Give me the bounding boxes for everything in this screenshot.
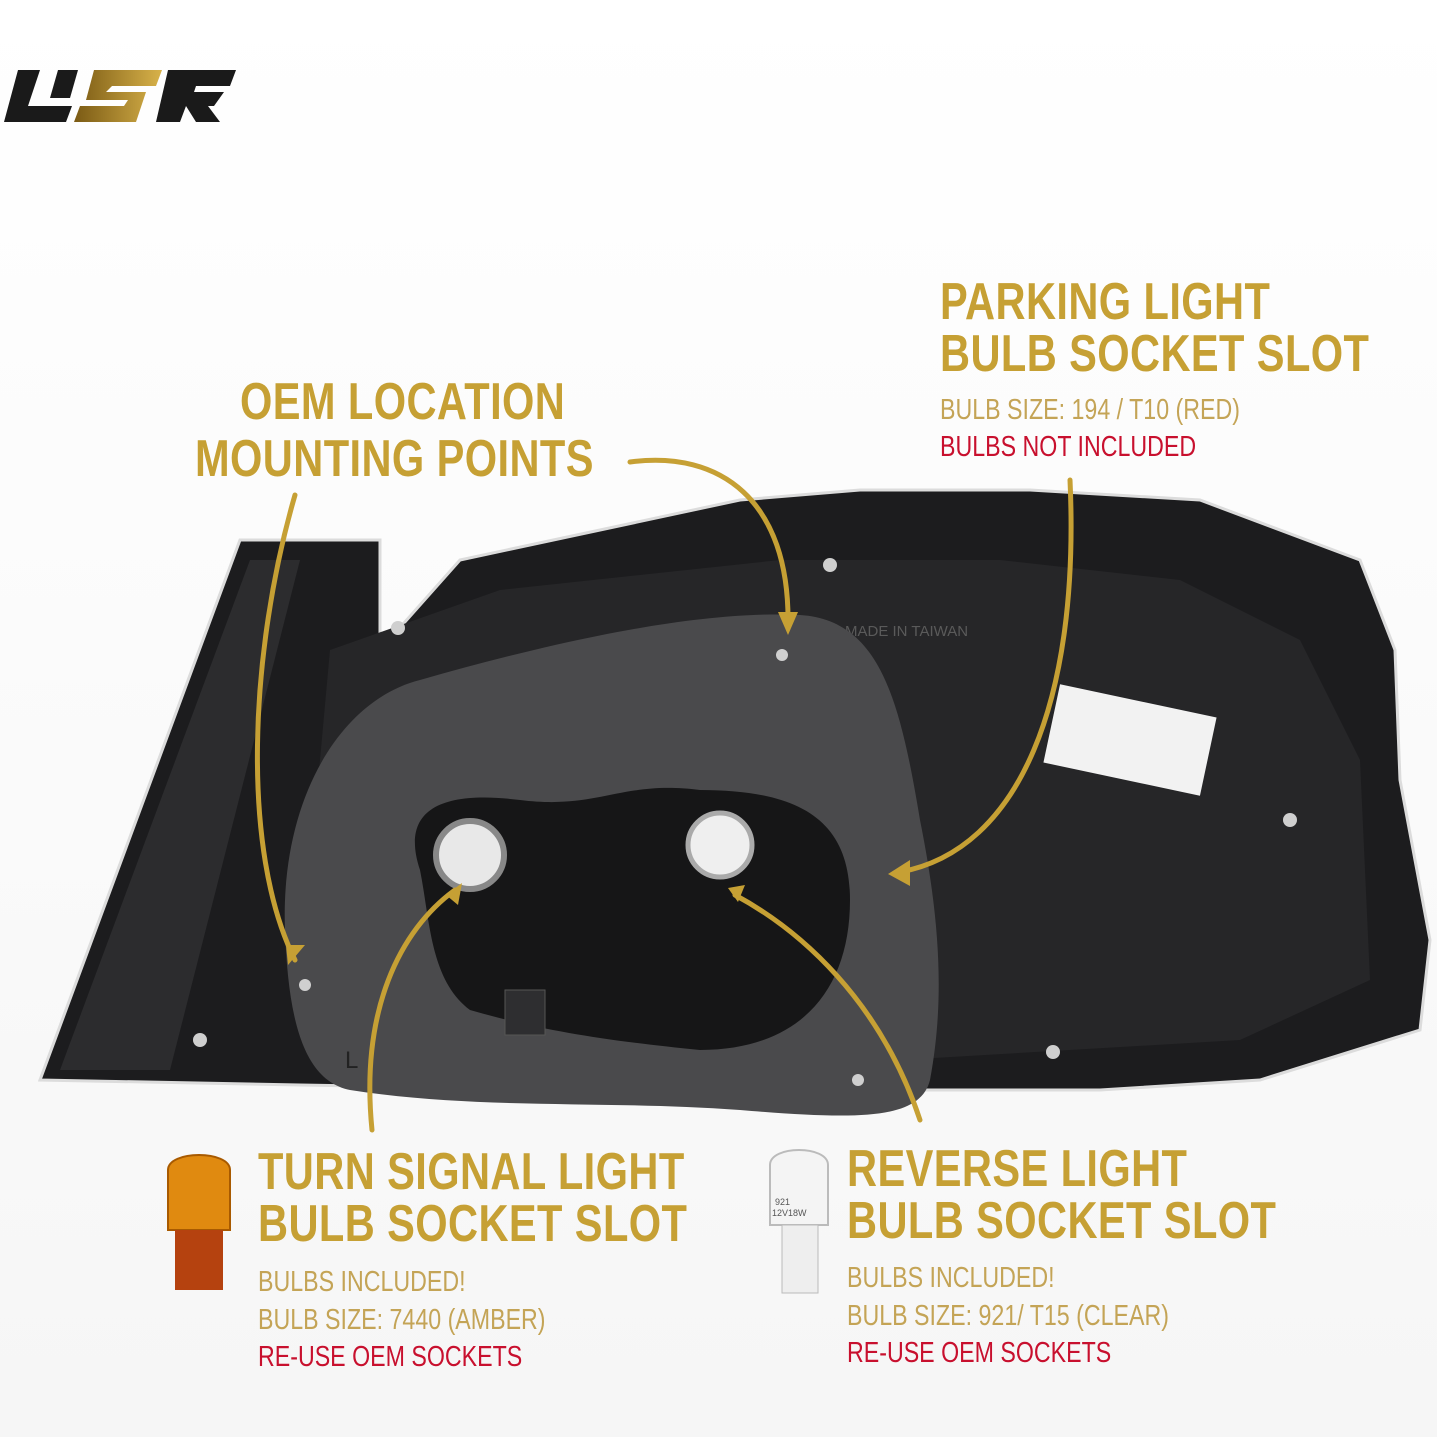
reverse-title-line1: REVERSE LIGHT xyxy=(847,1140,1188,1198)
parking-note: BULBS NOT INCLUDED xyxy=(940,431,1197,463)
turn-note: RE-USE OEM SOCKETS xyxy=(258,1341,523,1373)
turn-signal-socket xyxy=(433,818,507,892)
arrow-parking xyxy=(897,477,1074,875)
turn-included: BULBS INCLUDED! xyxy=(258,1266,466,1298)
turn-title-line2: BULB SOCKET SLOT xyxy=(258,1195,688,1253)
arrow-oem-right xyxy=(627,457,791,628)
reverse-bulb-size: BULB SIZE: 921/ T15 (CLEAR) xyxy=(847,1300,1169,1332)
reverse-note: RE-USE OEM SOCKETS xyxy=(847,1337,1112,1369)
bulb-print: 921 xyxy=(775,1197,790,1207)
oem-title-line2: MOUNTING POINTS xyxy=(195,430,594,488)
arrow-turn xyxy=(367,887,458,1133)
parking-bulb-size: BULB SIZE: 194 / T10 (RED) xyxy=(940,394,1240,426)
made-in-marking: MADE IN TAIWAN xyxy=(845,623,968,640)
side-marking: L xyxy=(345,1047,358,1074)
arrow-oem-left xyxy=(254,492,298,963)
parking-title-line1: PARKING LIGHT xyxy=(940,273,1271,331)
bulb-print: 12V18W xyxy=(772,1208,807,1218)
reverse-socket xyxy=(685,810,755,880)
arrow-reverse xyxy=(732,892,923,1123)
reverse-included: BULBS INCLUDED! xyxy=(847,1262,1055,1294)
parking-title-line2: BULB SOCKET SLOT xyxy=(940,325,1370,383)
clear-bulb-921: 921 12V18W xyxy=(769,1149,829,1294)
turn-bulb-size: BULB SIZE: 7440 (AMBER) xyxy=(258,1304,546,1336)
amber-bulb-7440 xyxy=(167,1154,231,1290)
turn-title-line1: TURN SIGNAL LIGHT xyxy=(258,1143,685,1201)
reverse-title-line2: BULB SOCKET SLOT xyxy=(847,1192,1277,1250)
oem-title-line1: OEM LOCATION xyxy=(240,373,566,431)
usr-logo xyxy=(4,70,236,122)
